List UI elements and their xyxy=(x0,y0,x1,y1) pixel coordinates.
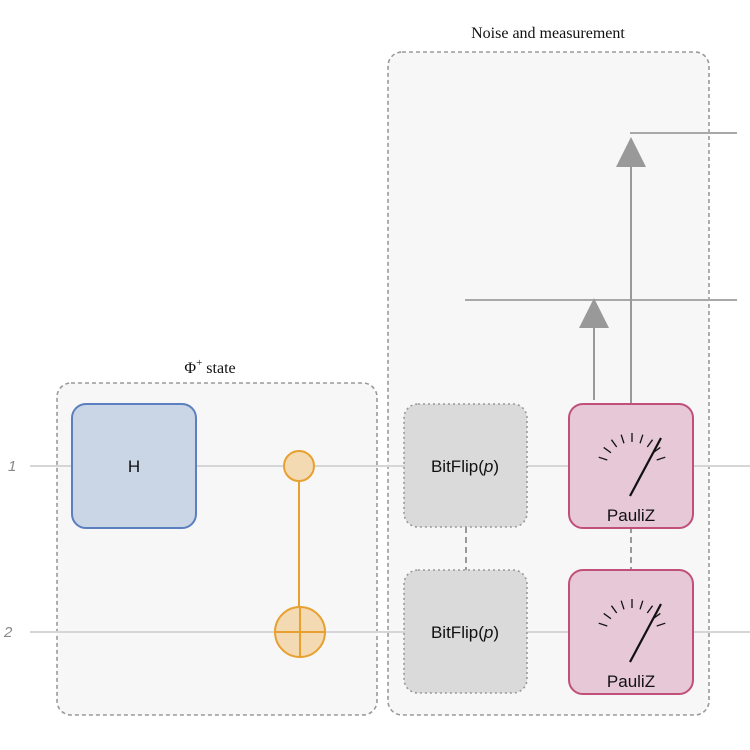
group-noise-measurement: Noise and measurement xyxy=(387,25,710,716)
meter-icon xyxy=(598,433,666,497)
measure-label: PauliZ xyxy=(607,672,655,691)
cnot-gate[interactable] xyxy=(274,450,326,658)
measure-gate-1[interactable]: PauliZ xyxy=(568,403,694,529)
hadamard-gate[interactable]: H xyxy=(71,403,197,529)
meter-icon xyxy=(598,599,666,663)
wire-label-2: 2 xyxy=(3,624,13,641)
arrow-up-icon xyxy=(579,298,609,328)
arrow-up-icon xyxy=(616,137,646,167)
meter-needle xyxy=(629,437,662,497)
hadamard-label: H xyxy=(128,457,140,476)
meter-needle xyxy=(629,603,662,663)
bitflip-label: BitFlip(p) xyxy=(431,623,499,642)
bitflip-gate-1[interactable]: BitFlip(p) xyxy=(403,403,528,528)
bitflip-gate-2[interactable]: BitFlip(p) xyxy=(403,569,528,694)
group-title-bell-state: Φ+ state xyxy=(184,357,235,377)
group-title-noise: Noise and measurement xyxy=(471,25,625,42)
wire-label-1: 1 xyxy=(8,458,16,475)
bitflip-label: BitFlip(p) xyxy=(431,457,499,476)
control-dot xyxy=(283,450,315,482)
measure-gate-2[interactable]: PauliZ xyxy=(568,569,694,695)
measure-label: PauliZ xyxy=(607,506,655,525)
